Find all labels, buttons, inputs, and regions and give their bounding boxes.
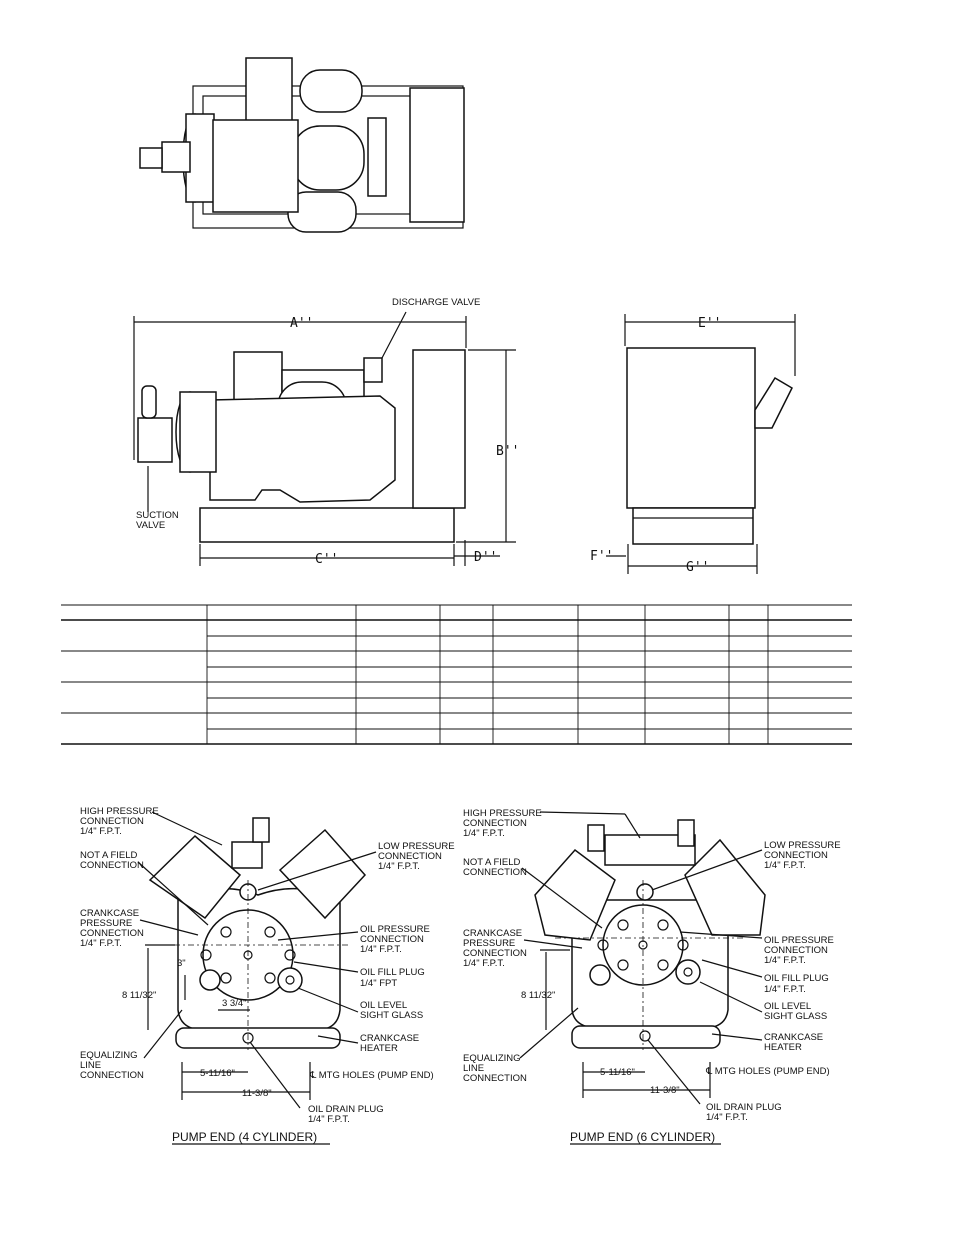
p6-equalizing-3: CONNECTION	[463, 1073, 527, 1084]
p6-crank-press-2: PRESSURE	[463, 938, 515, 949]
p6-oil-drain-1: OIL DRAIN PLUG	[706, 1102, 782, 1113]
dim-g-label: G''	[686, 560, 709, 575]
p6-mtg-holes: ℄ MTG HOLES (PUMP END)	[705, 1066, 830, 1077]
p4-equalizing-1: EQUALIZING	[80, 1050, 138, 1061]
p6-high-pressure-3: 1/4" F.P.T.	[463, 828, 505, 839]
p6-crank-press-1: CRANKCASE	[463, 928, 522, 939]
p6-low-pressure-1: LOW PRESSURE	[764, 840, 841, 851]
discharge-valve-label: DISCHARGE VALVE	[392, 297, 480, 308]
p4-oil-pressure-3: 1/4" F.P.T.	[360, 944, 402, 955]
p6-dim-11: 11-3/8"	[650, 1085, 680, 1096]
p4-oil-drain-1: OIL DRAIN PLUG	[308, 1104, 384, 1115]
p4-oil-fill-2: 1/4" FPT	[360, 978, 397, 989]
p4-high-pressure-3: 1/4" F.P.T.	[80, 826, 122, 837]
p6-low-pressure-3: 1/4" F.P.T.	[764, 860, 806, 871]
p4-not-field-1: NOT A FIELD	[80, 850, 138, 861]
p4-oil-pressure-2: CONNECTION	[360, 934, 424, 945]
p4-high-pressure-2: CONNECTION	[80, 816, 144, 827]
p6-heater-1: CRANKCASE	[764, 1032, 823, 1043]
dim-b-label: B''	[496, 444, 519, 459]
p4-oil-fill-1: OIL FILL PLUG	[360, 967, 425, 978]
p4-oil-pressure-1: OIL PRESSURE	[360, 924, 430, 935]
p6-dim-5: 5-11/16"	[600, 1067, 635, 1078]
p6-crank-press-4: 1/4" F.P.T.	[463, 958, 505, 969]
p6-high-pressure-2: CONNECTION	[463, 818, 527, 829]
p6-not-field-1: NOT A FIELD	[463, 857, 521, 868]
p4-crank-press-4: 1/4" F.P.T.	[80, 938, 122, 949]
p6-crank-press-3: CONNECTION	[463, 948, 527, 959]
p4-low-pressure-3: 1/4" F.P.T.	[378, 861, 420, 872]
p6-oil-drain-2: 1/4" F.P.T.	[706, 1112, 748, 1123]
side-view-drawing	[137, 349, 466, 543]
p6-oil-level-1: OIL LEVEL	[764, 1001, 811, 1012]
p6-heater-2: HEATER	[764, 1042, 802, 1053]
p4-title: PUMP END (4 CYLINDER)	[172, 1130, 317, 1144]
dimension-table	[61, 604, 852, 745]
p4-heater-2: HEATER	[360, 1043, 398, 1054]
p4-mtg-holes: ℄ MTG HOLES (PUMP END)	[309, 1070, 434, 1081]
end-view-drawing	[626, 347, 793, 545]
p6-oil-fill-1: OIL FILL PLUG	[764, 973, 829, 984]
p4-dim-8: 8 11/32"	[122, 990, 156, 1001]
dim-c-label: C''	[315, 552, 338, 567]
suction-valve-label-1: SUCTION	[136, 510, 179, 521]
p4-equalizing-2: LINE	[80, 1060, 101, 1071]
p6-equalizing-1: EQUALIZING	[463, 1053, 521, 1064]
p4-crank-press-3: CONNECTION	[80, 928, 144, 939]
end-view-dimensions	[606, 314, 796, 574]
p4-not-field-2: CONNECTION	[80, 860, 144, 871]
p6-low-pressure-2: CONNECTION	[764, 850, 828, 861]
dim-a-label: A''	[290, 316, 313, 331]
p4-oil-level-1: OIL LEVEL	[360, 1000, 407, 1011]
p4-low-pressure-1: LOW PRESSURE	[378, 841, 455, 852]
p6-oil-fill-2: 1/4" F.P.T.	[764, 984, 806, 995]
p4-oil-drain-2: 1/4" F.P.T.	[308, 1114, 350, 1125]
suction-valve-label-2: VALVE	[136, 520, 165, 531]
dim-f-label: F''	[590, 549, 613, 564]
pump-end-4-leaders	[137, 811, 377, 1145]
p6-equalizing-2: LINE	[463, 1063, 484, 1074]
p4-dim-5: 5-11/16"	[200, 1068, 235, 1079]
p6-oil-pressure-3: 1/4" F.P.T.	[764, 955, 806, 966]
p6-dim-8: 8 11/32"	[521, 990, 555, 1001]
p6-oil-pressure-2: CONNECTION	[764, 945, 828, 956]
p4-dim-334: 3 3/4"	[222, 998, 247, 1009]
top-view-drawing	[139, 57, 465, 233]
p4-low-pressure-2: CONNECTION	[378, 851, 442, 862]
p6-oil-pressure-1: OIL PRESSURE	[764, 935, 834, 946]
p4-oil-level-2: SIGHT GLASS	[360, 1010, 423, 1021]
p4-dim-3: 3"	[177, 958, 186, 969]
dim-e-label: E''	[698, 316, 721, 331]
p4-dim-11: 11-3/8"	[242, 1088, 272, 1099]
p4-high-pressure-1: HIGH PRESSURE	[80, 806, 159, 817]
dim-d-label: D''	[474, 550, 497, 565]
p4-heater-1: CRANKCASE	[360, 1033, 419, 1044]
p6-not-field-2: CONNECTION	[463, 867, 527, 878]
p4-crank-press-1: CRANKCASE	[80, 908, 139, 919]
pump-end-6-drawing	[534, 819, 766, 1050]
p4-equalizing-3: CONNECTION	[80, 1070, 144, 1081]
side-view-dimensions	[133, 311, 516, 566]
p6-high-pressure-1: HIGH PRESSURE	[463, 808, 542, 819]
p6-title: PUMP END (6 CYLINDER)	[570, 1130, 715, 1144]
pump-end-6-leaders	[519, 811, 763, 1145]
p6-oil-level-2: SIGHT GLASS	[764, 1011, 827, 1022]
p4-crank-press-2: PRESSURE	[80, 918, 132, 929]
